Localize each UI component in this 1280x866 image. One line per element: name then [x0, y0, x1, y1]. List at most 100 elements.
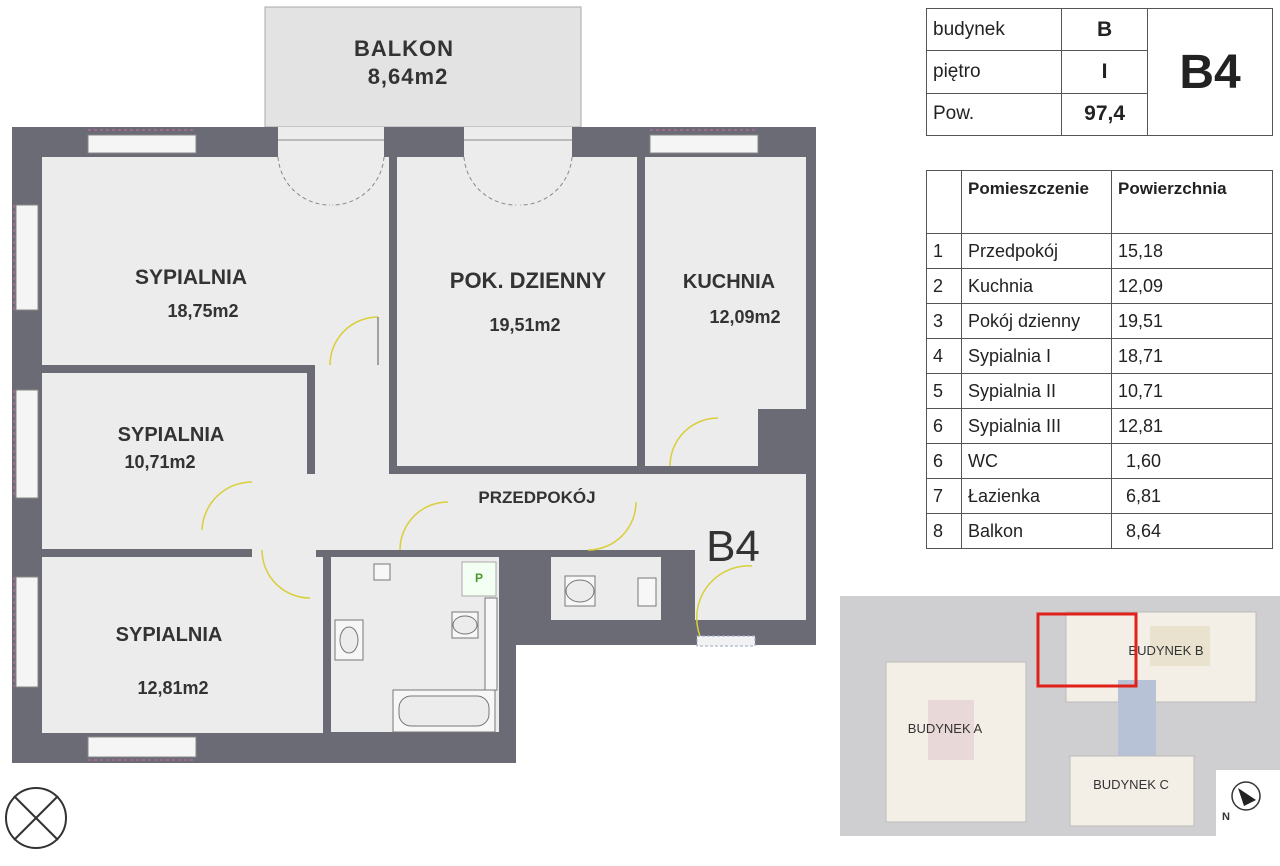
label-przedpokoj: PRZEDPOKÓJ [478, 488, 595, 507]
wc-sink [637, 577, 657, 607]
room-kuchnia [645, 157, 806, 409]
row-number: 7 [926, 478, 962, 514]
label-sypialnia-1: SYPIALNIA [135, 266, 247, 289]
room-interiors [42, 157, 806, 733]
window-markers [13, 129, 758, 761]
room-sypialnia-1 [42, 157, 389, 365]
row-number: 1 [926, 233, 962, 269]
balcony [264, 6, 582, 128]
column-header-room: Pomieszczenie [961, 170, 1112, 234]
room-kuchnia-lower [645, 409, 758, 466]
row-room-name: Łazienka [961, 478, 1112, 514]
row-room-name: Przedpokój [961, 233, 1112, 269]
area-pok-dzienny: 19,51m2 [489, 315, 560, 335]
column-header-area: Powierzchnia [1111, 170, 1273, 234]
small-cabinet [373, 563, 391, 581]
info-row-building: budynek B B4 [925, 7, 1273, 136]
balcony-door-left [278, 127, 384, 157]
row-room-area: 15,18 [1111, 233, 1273, 269]
unit-code: B4 [1147, 8, 1273, 136]
building-a-label: BUDYNEK A [908, 721, 983, 736]
row-room-area: 10,71 [1111, 373, 1273, 409]
info-row-area: Pow. 97,4 [925, 92, 1273, 137]
logo-mark [5, 787, 67, 849]
balcony-door-swings [277, 156, 573, 206]
info-label: Pow. [925, 92, 1063, 137]
column-header-no [926, 170, 962, 234]
balcony-door-right [464, 127, 572, 157]
row-number: 6 [926, 408, 962, 444]
info-row-floor: piętro I [925, 50, 1273, 94]
unit-info-table: budynek B B4 piętro I Pow. 97,4 [925, 7, 1273, 137]
row-number: 6 [926, 443, 962, 479]
balcony-label: BALKON [354, 36, 454, 61]
row-room-name: Sypialnia II [961, 373, 1112, 409]
compass-label: N [1222, 811, 1230, 823]
building-a-core [928, 700, 974, 760]
rooms-table-header: Pomieszczenie Powierzchnia [926, 170, 1273, 234]
row-room-area: 19,51 [1111, 303, 1273, 339]
building-c-label: BUDYNEK C [1093, 777, 1169, 792]
row-room-area: 1,60 [1111, 443, 1273, 479]
row-room-area: 8,64 [1111, 513, 1273, 549]
connector [1118, 680, 1156, 758]
info-value: B [1061, 7, 1148, 52]
row-room-area: 12,09 [1111, 268, 1273, 304]
compass-icon [1231, 781, 1261, 811]
row-number: 8 [926, 513, 962, 549]
info-value: I [1061, 50, 1148, 94]
room-pok-dzienny [397, 157, 637, 466]
info-label: piętro [925, 50, 1063, 94]
building-b-label: BUDYNEK B [1128, 643, 1203, 658]
windows [15, 134, 759, 758]
info-value: 97,4 [1061, 92, 1148, 137]
row-room-name: Kuchnia [961, 268, 1112, 304]
area-kuchnia: 12,09m2 [709, 307, 780, 327]
area-sypialnia-2: 10,71m2 [124, 452, 195, 472]
room-przedpokoj [252, 365, 806, 620]
row-room-name: Sypialnia III [961, 408, 1112, 444]
row-room-name: Balkon [961, 513, 1112, 549]
bathroom-marker [461, 561, 497, 597]
row-room-area: 12,81 [1111, 408, 1273, 444]
row-number: 4 [926, 338, 962, 374]
label-sypialnia-2: SYPIALNIA [118, 424, 225, 446]
unit-highlight [1036, 612, 1138, 688]
row-room-name: Sypialnia I [961, 338, 1112, 374]
balcony-area: 8,64m2 [368, 64, 449, 89]
shower-strip [484, 597, 498, 691]
label-pok-dzienny: POK. DZIENNY [450, 268, 607, 293]
building-c-footprint [1069, 755, 1195, 827]
row-number: 2 [926, 268, 962, 304]
row-number: 3 [926, 303, 962, 339]
area-sypialnia-1: 18,75m2 [167, 301, 238, 321]
label-sypialnia-3: SYPIALNIA [116, 624, 223, 646]
label-kuchnia: KUCHNIA [683, 271, 775, 293]
area-sypialnia-3: 12,81m2 [137, 678, 208, 698]
bathroom-marker-letter: P [475, 571, 483, 585]
fixtures [334, 563, 657, 733]
row-number: 5 [926, 373, 962, 409]
entrance-threshold [696, 635, 756, 647]
room-labels: SYPIALNIA 18,75m2 POK. DZIENNY 19,51m2 K… [116, 266, 781, 698]
row-room-area: 18,71 [1111, 338, 1273, 374]
unit-label: B4 [706, 522, 760, 571]
site-map: BUDYNEK A BUDYNEK B BUDYNEK C [840, 596, 1280, 836]
row-room-name: Pokój dzienny [961, 303, 1112, 339]
info-label: budynek [925, 7, 1063, 52]
building-b-core [1150, 626, 1210, 666]
row-room-name: WC [961, 443, 1112, 479]
door-swings [201, 316, 753, 637]
row-room-area: 6,81 [1111, 478, 1273, 514]
